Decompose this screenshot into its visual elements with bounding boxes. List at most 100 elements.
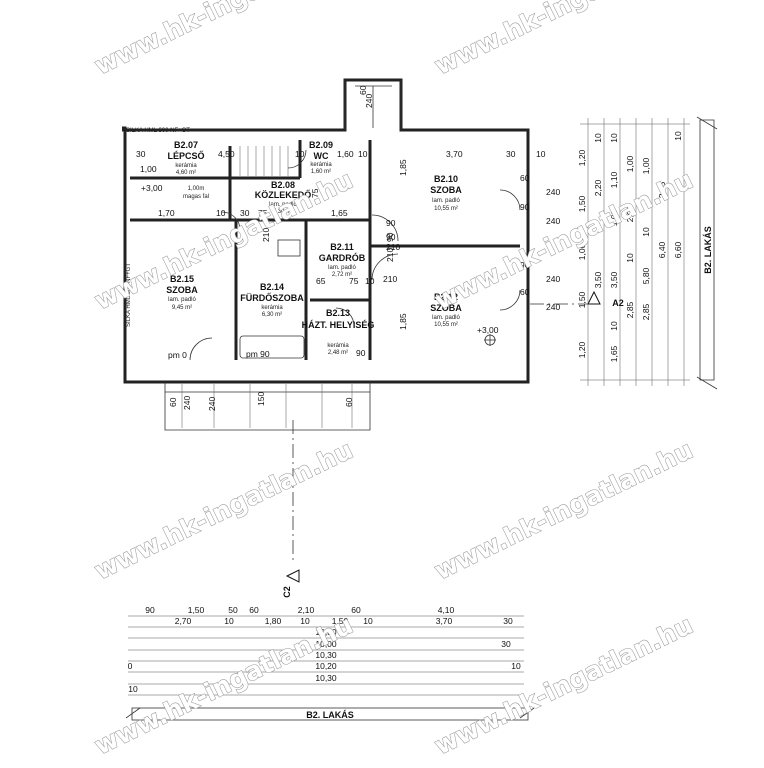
bottom-dimension-label: 10 [511,661,521,671]
plan-dimension-label: 90 [520,260,530,270]
apartment-label-bottom: B2. LAKÁS [306,710,354,720]
watermark-text: www.hk-ingatlan.hu [90,165,357,315]
room-area: 9,45 m² [172,305,192,311]
bottom-dimension-label: 1,80 [265,616,282,626]
room-material: kerámia [310,162,332,168]
plan-dimension-label: 10 [358,149,368,159]
plan-dimension-label: 240 [546,187,560,197]
watermark-text: www.hk-ingatlan.hu [90,435,357,585]
bottom-dimension-label: 10 [128,684,138,694]
right-dimension-label: 2,20 [593,179,603,196]
level-mark-left: +3,00 [141,183,163,193]
right-dimension-label: 1,00 [625,155,635,172]
plan-dimension-label: 30 [506,149,516,159]
room-b2-11: B2.11 GARDRÓB lam. padló 2,72 m² [319,242,366,278]
room-material: kerámia [327,343,349,349]
plan-dimension-label: 75 [258,208,268,218]
right-dimension-label: 2,95 [625,205,635,222]
watermark-text: www.hk-ingatlan.hu [430,165,697,315]
plan-dimension-label: 10 [216,208,226,218]
room-b2-10: B2.10 SZOBA lam. padló 10,55 m² [430,174,462,212]
bottom-dimension-label: 10,00 [315,639,337,649]
plan-dimension-label: 240 [207,397,217,411]
plan-dimension-label: 240 [364,94,374,108]
silka-note-left: SILKA HML 300 NF+GT [126,263,132,327]
plan-dimension-label: 60 [344,397,354,407]
bathroom-fixtures [239,239,496,359]
right-dimension-label: 2,85 [657,181,667,198]
right-dimension-label: 2,85 [625,301,635,318]
room-name: WC [314,151,329,161]
plan-dimension-label: 210 [386,242,400,252]
wall-height-note: magas fal [183,194,209,200]
room-material: lam. padló [432,315,460,321]
apartment-label-box-right [696,116,718,390]
walls [122,78,530,431]
room-name: LÉPCSŐ [167,150,204,161]
right-dimension-label: 10 [625,253,635,263]
plan-dimension-label: 240 [546,216,560,226]
plan-dimension-label: 75 [310,188,320,198]
section-line-c2 [285,420,300,583]
room-area: 2,72 m² [332,272,352,278]
section-label-a2: A2 [612,298,624,308]
bottom-dimension-label: 50 [228,605,238,615]
right-dimension-label: 1,00 [609,209,619,226]
plan-notes: +3,00 +3,00 1,00m magas fal SILKA HML 30… [126,128,499,360]
plan-dimension-label: 240 [546,274,560,284]
plan-dimension-label: 1,85 [398,159,408,176]
room-material: kerámia [261,305,283,311]
plan-dimension-label: 60 [520,287,530,297]
room-area: 7,30 m² [273,209,293,215]
bottom-dimension-label: 10,30 [315,673,337,683]
room-material: lam. padló [269,202,297,208]
watermark-text: www.hk-ingatlan.hu [430,0,697,80]
plan-dimension-label: 1,65 [331,208,348,218]
bottom-dimension-label: 10 [300,616,310,626]
room-code: B2.07 [174,140,198,150]
right-dimension-label: 2,85 [641,303,651,320]
bottom-dimension-lines [128,615,524,696]
apartment-label-box-bottom [125,707,535,721]
right-dimension-label: 10 [641,227,651,237]
room-name: SZOBA [430,185,462,195]
right-dimension-label: 1,10 [609,171,619,188]
stair-hatching [181,146,353,428]
plan-dimension-label: 90 [385,232,395,242]
room-material: lam. padló [432,198,460,204]
plan-dimension-label: 75 [349,276,359,286]
room-code: B2.08 [271,180,295,190]
room-material: lam. padló [328,265,356,271]
bottom-dimension-label: 4,10 [438,605,455,615]
room-name: SZOBA [166,285,198,295]
room-b2-14: B2.14 FÜRDŐSZOBA kerámia 6,30 m² [240,282,304,318]
plan-dimension-label: 30 [240,208,250,218]
watermark-text: www.hk-ingatlan.hu [90,0,357,80]
plan-dimension-label: 90 [520,202,530,212]
apartment-label-right: B2. LAKÁS [703,226,713,274]
watermark-text: www.hk-ingatlan.hu [430,610,697,760]
plan-dimension-label: 60 [358,85,368,95]
bottom-dimension-label: 90 [145,605,155,615]
wall-height: 1,00m [188,186,205,192]
room-area: 10,55 m² [434,206,458,212]
plan-dimension-label: 90 [386,218,396,228]
bottom-dimension-label: 10,30 [315,627,337,637]
bottom-dimension-label: 2,70 [175,616,192,626]
right-dimension-label: 1,65 [609,345,619,362]
room-b2-07: B2.07 LÉPCSŐ kerámia 4,60 m² [167,140,204,176]
bottom-dimension-label: 1,50 [188,605,205,615]
right-dimension-label: 1,00 [577,243,587,260]
room-b2-08: B2.08 KÖZLEKEDŐ lam. padló 7,30 m² [255,180,312,215]
section-line-a2 [530,290,601,305]
bottom-dimension-label: 2,10 [298,605,315,615]
right-dimension-label: 1,50 [577,195,587,212]
right-dimension-label: 3,50 [593,271,603,288]
plan-dimension-label: 90 [356,348,366,358]
room-b2-12: B2.12 SZOBA lam. padló 10,55 m² [430,292,462,328]
room-name: KÖZLEKEDŐ [255,189,312,200]
right-dimension-label: 6,40 [657,241,667,258]
right-dimension-label: 10 [609,321,619,331]
